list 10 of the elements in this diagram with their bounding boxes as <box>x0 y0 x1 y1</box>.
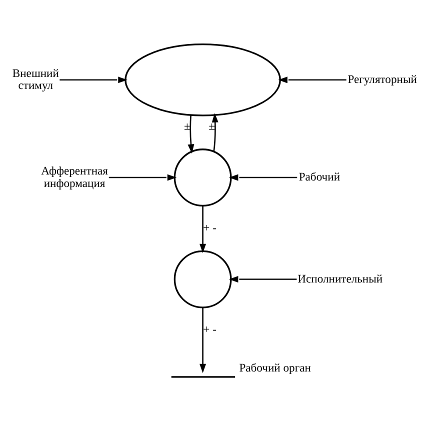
node-text: Афферентная информация <box>41 164 108 190</box>
node-text: Регуляторный <box>348 72 417 86</box>
edge-label: + - <box>203 220 216 234</box>
node-text: Исполнительный <box>298 272 383 285</box>
node-text: Рабочий орган <box>239 360 311 374</box>
edge-label: ± <box>184 120 190 133</box>
edge-label: ± <box>208 120 216 133</box>
edge-label: + - <box>203 322 216 336</box>
node-text: Рабочий <box>298 170 340 184</box>
node-text: Внешний стимул <box>12 66 59 92</box>
